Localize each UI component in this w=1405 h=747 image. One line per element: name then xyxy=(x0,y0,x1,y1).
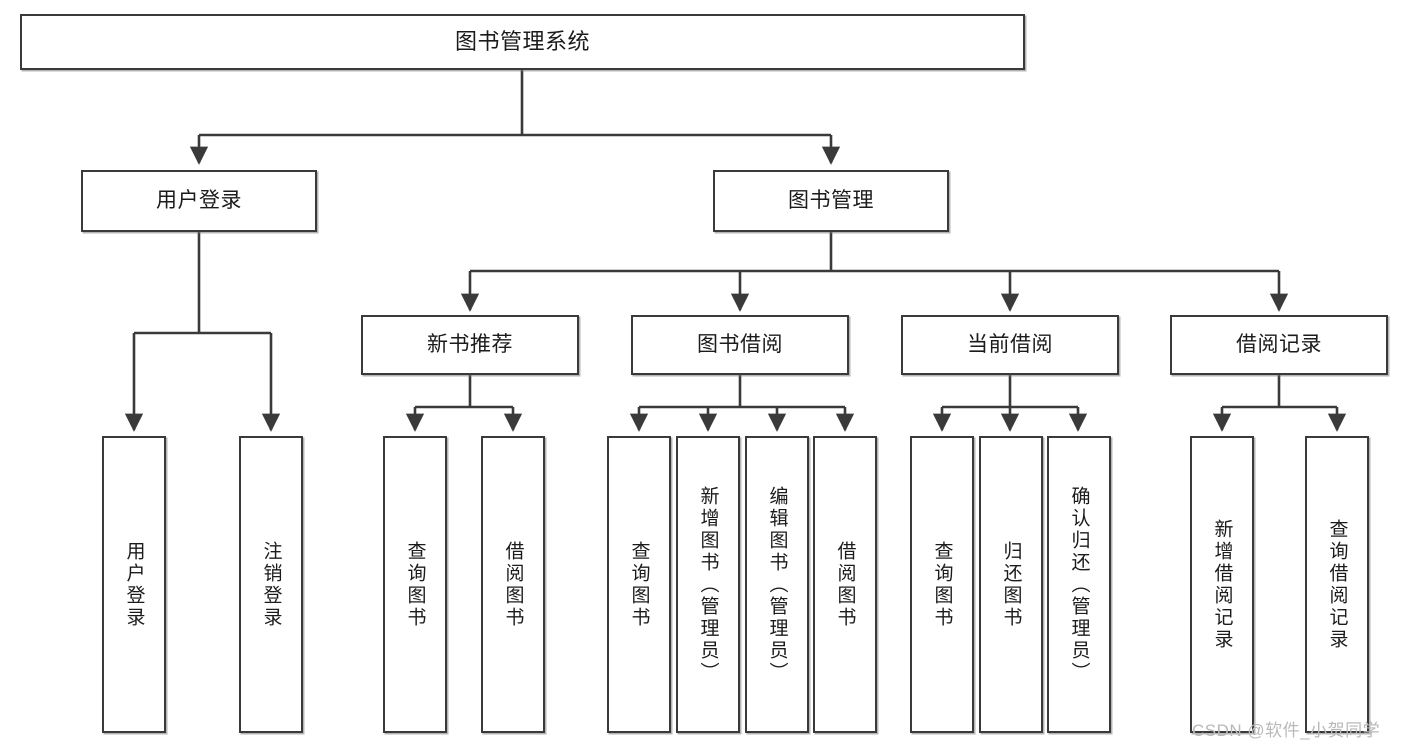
node-label: 新增图书（管理员） xyxy=(697,485,719,684)
node-current-borrow[interactable]: 当前借阅 xyxy=(901,315,1119,375)
node-label: 借阅记录 xyxy=(1236,332,1322,356)
node-label: 图书借阅 xyxy=(697,332,783,356)
node-label: 当前借阅 xyxy=(967,332,1053,356)
node-label: 查询借阅记录 xyxy=(1326,518,1348,651)
leaf-edit-book-admin[interactable]: 编辑图书（管理员） xyxy=(745,436,809,733)
node-label: 查询图书 xyxy=(628,540,650,629)
leaf-user-login[interactable]: 用户登录 xyxy=(102,436,166,733)
leaf-return-book[interactable]: 归还图书 xyxy=(979,436,1043,733)
node-label: 新书推荐 xyxy=(427,332,513,356)
leaf-query-book-borrow[interactable]: 查询图书 xyxy=(607,436,671,733)
node-root-system[interactable]: 图书管理系统 xyxy=(20,14,1025,70)
leaf-add-borrow-record[interactable]: 新增借阅记录 xyxy=(1190,436,1254,733)
node-borrow-record[interactable]: 借阅记录 xyxy=(1170,315,1388,375)
leaf-borrow-book[interactable]: 借阅图书 xyxy=(813,436,877,733)
node-label: 编辑图书（管理员） xyxy=(766,485,788,684)
node-label: 用户登录 xyxy=(156,188,242,212)
node-user-login[interactable]: 用户登录 xyxy=(81,170,317,232)
node-label: 用户登录 xyxy=(123,540,145,629)
node-book-management[interactable]: 图书管理 xyxy=(713,170,949,232)
leaf-borrow-book-new[interactable]: 借阅图书 xyxy=(481,436,545,733)
leaf-confirm-return-admin[interactable]: 确认归还（管理员） xyxy=(1047,436,1111,733)
node-label: 图书管理 xyxy=(788,188,874,212)
node-label: 归还图书 xyxy=(1000,540,1022,629)
node-label: 查询图书 xyxy=(404,540,426,629)
leaf-query-book-new[interactable]: 查询图书 xyxy=(383,436,447,733)
csdn-watermark: CSDN @软件_小贺同学 xyxy=(1192,721,1381,740)
node-label: 查询图书 xyxy=(931,540,953,629)
node-label: 新增借阅记录 xyxy=(1211,518,1233,651)
node-label: 借阅图书 xyxy=(834,540,856,629)
node-label: 借阅图书 xyxy=(502,540,524,629)
node-new-book-recommend[interactable]: 新书推荐 xyxy=(361,315,579,375)
node-label: 图书管理系统 xyxy=(454,29,590,55)
leaf-add-book-admin[interactable]: 新增图书（管理员） xyxy=(676,436,740,733)
leaf-query-borrow-record[interactable]: 查询借阅记录 xyxy=(1305,436,1369,733)
node-label: 确认归还（管理员） xyxy=(1068,485,1090,684)
leaf-user-logout[interactable]: 注销登录 xyxy=(239,436,303,733)
leaf-query-book-current[interactable]: 查询图书 xyxy=(910,436,974,733)
node-book-borrow[interactable]: 图书借阅 xyxy=(631,315,849,375)
node-label: 注销登录 xyxy=(260,540,282,629)
